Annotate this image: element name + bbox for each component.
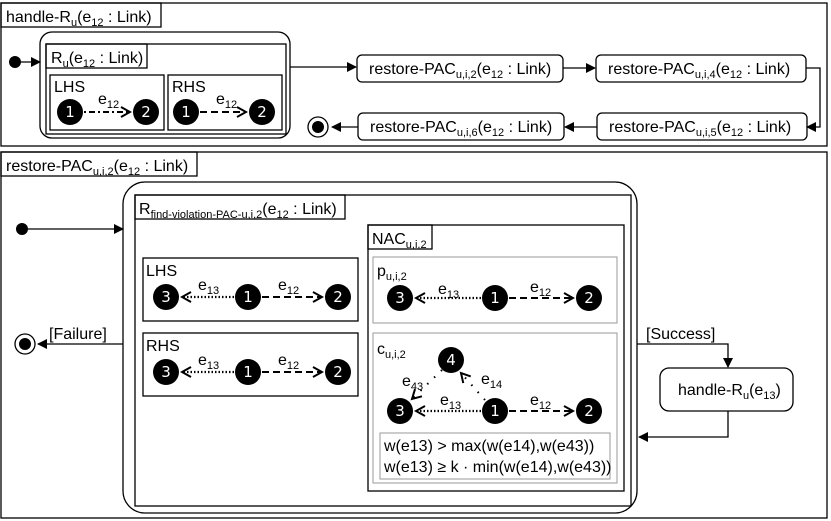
nac-p-node-1 xyxy=(482,285,508,311)
nac-conditions-box xyxy=(379,432,611,480)
svg-text:1: 1 xyxy=(490,402,500,420)
flow-restore4-to-restore5 xyxy=(806,67,821,132)
svg-text:e13: e13 xyxy=(198,277,219,297)
svg-text:2: 2 xyxy=(333,288,343,306)
nac-c-box xyxy=(372,332,618,484)
ru-lhs-node-1 xyxy=(57,99,83,125)
nac-c-node-4 xyxy=(438,347,464,373)
svg-text:e12: e12 xyxy=(278,352,299,372)
failure-guard: [Failure] xyxy=(49,326,107,343)
svg-text:1: 1 xyxy=(243,288,253,306)
svg-text:restore-PACu,i,4(e12 : Link): restore-PACu,i,4(e12 : Link) xyxy=(608,61,790,81)
success-guard: [Success] xyxy=(646,326,715,343)
nac-condition-2: w(e13) ≥ k · min(w(e14),w(e43)) xyxy=(383,459,612,476)
find-rhs-node-3 xyxy=(153,359,179,385)
find-lhs-node-1 xyxy=(235,284,261,310)
ru-rhs-box xyxy=(167,74,283,131)
nac-c-node-3 xyxy=(387,398,413,424)
find-rhs-node-1 xyxy=(235,359,261,385)
svg-text:handle-Ru(e13): handle-Ru(e13) xyxy=(678,382,781,402)
svg-text:2: 2 xyxy=(141,103,151,121)
bottom-frame: restore-PACu,i,2(e12 : Link) xyxy=(0,151,828,519)
nac-p-node-2 xyxy=(576,285,602,311)
nac-box xyxy=(367,224,625,492)
restore-node-5: restore-PACu,i,5(e12 : Link) xyxy=(596,112,808,141)
rule-find-title: Rfind-violation-PAC-u,i,2(e12 : Link) xyxy=(139,201,337,221)
find-rhs-box xyxy=(142,332,359,397)
find-lhs-label: LHS xyxy=(146,263,177,280)
ru-lhs-box xyxy=(49,74,165,131)
nac-c-label: cu,i,2 xyxy=(377,341,406,361)
final-node-top xyxy=(307,116,329,138)
svg-text:e12: e12 xyxy=(278,277,299,297)
flow-success xyxy=(637,343,733,368)
handle-ru-node: handle-Ru(e13) xyxy=(659,367,794,412)
nac-p-box xyxy=(372,256,618,324)
svg-text:1: 1 xyxy=(65,103,75,121)
svg-text:3: 3 xyxy=(395,402,405,420)
svg-text:4: 4 xyxy=(446,351,456,369)
ru-rhs-node-1 xyxy=(173,99,199,125)
svg-text:3: 3 xyxy=(161,288,171,306)
svg-text:e43: e43 xyxy=(402,373,423,393)
find-rhs-label: RHS xyxy=(146,338,180,355)
svg-text:e14: e14 xyxy=(481,371,502,391)
ru-rhs-edge-label: e12 xyxy=(216,91,237,111)
nac-title: NACu,i,2 xyxy=(372,231,427,251)
svg-text:3: 3 xyxy=(161,363,171,381)
svg-text:1: 1 xyxy=(243,363,253,381)
svg-text:restore-PACu,i,2(e12 : Link): restore-PACu,i,2(e12 : Link) xyxy=(369,61,551,81)
svg-text:2: 2 xyxy=(333,363,343,381)
svg-text:e12: e12 xyxy=(530,392,551,412)
svg-text:restore-PACu,i,5(e12 : Link): restore-PACu,i,5(e12 : Link) xyxy=(609,119,791,139)
restore-node-2: restore-PACu,i,2(e12 : Link) xyxy=(356,54,564,83)
nac-p-label: pu,i,2 xyxy=(377,263,407,283)
ru-lhs-label: LHS xyxy=(54,79,85,96)
restore-node-4: restore-PACu,i,4(e12 : Link) xyxy=(595,54,807,83)
svg-text:2: 2 xyxy=(584,402,594,420)
flow-handle-back xyxy=(638,411,729,442)
final-node-bottom xyxy=(14,333,36,355)
nac-p-node-3 xyxy=(387,285,413,311)
top-frame: handle-Ru(e12 : Link) xyxy=(0,2,828,147)
bottom-frame-title: restore-PACu,i,2(e12 : Link) xyxy=(6,158,188,178)
top-frame-title: handle-Ru(e12 : Link) xyxy=(6,9,152,29)
svg-text:e12: e12 xyxy=(530,279,551,299)
svg-text:e13: e13 xyxy=(438,281,459,301)
initial-node xyxy=(9,56,21,68)
ru-lhs-edge-label: e12 xyxy=(98,91,119,111)
svg-text:e13: e13 xyxy=(440,392,461,412)
find-lhs-box xyxy=(142,257,359,322)
svg-text:3: 3 xyxy=(395,289,405,307)
find-lhs-node-2 xyxy=(325,284,351,310)
nac-c-node-1 xyxy=(482,398,508,424)
svg-text:1: 1 xyxy=(490,289,500,307)
initial-node-bottom xyxy=(16,223,28,235)
ru-rhs-label: RHS xyxy=(172,79,206,96)
nac-c-node-2 xyxy=(576,398,602,424)
svg-text:e13: e13 xyxy=(198,352,219,372)
ru-lhs-node-2 xyxy=(133,99,159,125)
nac-condition-1: w(e13) > max(w(e14),w(e43)) xyxy=(383,438,594,455)
svg-text:restore-PACu,i,6(e12 : Link): restore-PACu,i,6(e12 : Link) xyxy=(370,119,552,139)
svg-text:2: 2 xyxy=(584,289,594,307)
find-rhs-node-2 xyxy=(325,359,351,385)
svg-text:2: 2 xyxy=(257,103,267,121)
restore-node-6: restore-PACu,i,6(e12 : Link) xyxy=(357,112,565,141)
ru-rhs-node-2 xyxy=(249,99,275,125)
rule-ru-title: Ru(e12 : Link) xyxy=(51,50,143,70)
rule-find-violation: Rfind-violation-PAC-u,i,2(e12 : Link) LH… xyxy=(122,181,638,514)
rule-ru: Ru(e12 : Link) LHS 1 2 e12 RHS 1 2 e12 xyxy=(39,31,291,139)
find-lhs-node-3 xyxy=(153,284,179,310)
svg-text:1: 1 xyxy=(181,103,191,121)
